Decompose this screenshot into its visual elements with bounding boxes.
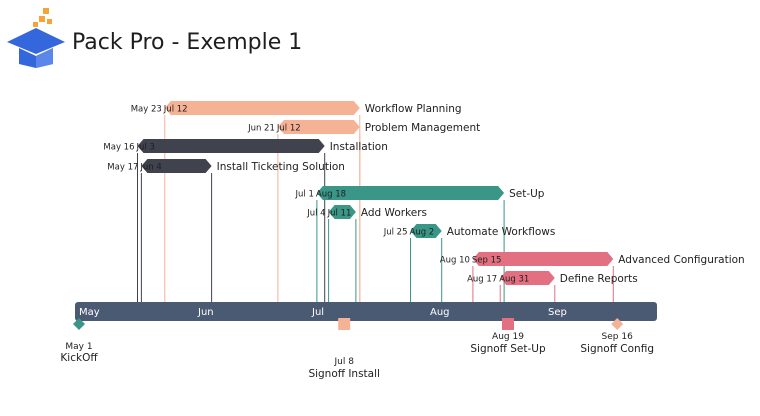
task-end-date: Jul 11 (327, 209, 352, 219)
task-end-date: Aug 31 (499, 275, 529, 285)
task-end-date: Sep 15 (472, 256, 502, 266)
milestone-diamond (73, 318, 85, 330)
task-bar (410, 224, 442, 238)
task-start-date: Jul 25 (383, 228, 408, 238)
task-start-date: May 23 (131, 105, 162, 115)
task-start-date: Jul 4 (306, 209, 325, 219)
task-bar (137, 139, 325, 153)
task-end-date: Jul 12 (276, 124, 301, 134)
task-start-date: Aug 10 (440, 256, 470, 266)
task-bar (316, 186, 505, 200)
task-name: Installation (330, 141, 388, 153)
task-end-date: Jun 4 (139, 163, 161, 173)
task-name: Automate Workflows (447, 226, 556, 238)
task-end-date: Jul 3 (136, 143, 155, 153)
milestone-date: Sep 16 (602, 332, 634, 342)
task-name: Problem Management (365, 122, 480, 134)
task-bar (141, 159, 212, 173)
milestone-name: KickOff (60, 352, 98, 364)
milestone-diamond (611, 318, 624, 330)
task-end-date: Jul 12 (163, 105, 188, 115)
timeline-month-label: Sep (548, 307, 567, 318)
timeline-month-label: May (79, 307, 100, 318)
timeline-month-label: Jun (197, 307, 214, 318)
task-name: Set-Up (509, 188, 545, 200)
task-start-date: May 16 (103, 143, 134, 153)
task-bar (164, 101, 360, 115)
timeline-month-label: Aug (430, 307, 450, 318)
timeline-bar (75, 302, 657, 321)
graduation-cap-icon (7, 8, 65, 68)
task-start-date: Aug 17 (467, 275, 497, 285)
task-start-date: Jul 1 (295, 190, 314, 200)
header: Pack Pro - Exemple 1 (0, 0, 760, 80)
task-name: Define Reports (560, 273, 638, 285)
task-name: Add Workers (361, 207, 427, 219)
milestone-date: Jul 8 (333, 357, 354, 367)
task-name: Advanced Configuration (618, 254, 744, 266)
milestone-name: Signoff Install (308, 368, 380, 380)
task-bar (277, 120, 360, 134)
task-bar (472, 252, 614, 266)
task-name: Workflow Planning (365, 103, 462, 115)
connector-lines (137, 115, 614, 302)
task-bar (328, 205, 356, 219)
task-end-date: Aug 2 (410, 228, 435, 238)
milestone-date: Aug 19 (492, 332, 524, 342)
milestone-date: May 1 (65, 342, 92, 352)
task-bar (500, 271, 555, 285)
milestone-name: Signoff Set-Up (470, 343, 546, 355)
task-start-date: May 17 (107, 163, 138, 173)
milestone-name: Signoff Config (580, 343, 654, 355)
app-title: Pack Pro - Exemple 1 (72, 30, 303, 55)
task-end-date: Aug 18 (316, 190, 346, 200)
milestone-square (502, 318, 514, 330)
task-start-date: Jun 21 (247, 124, 275, 134)
milestone-square (338, 318, 351, 330)
timeline-month-label: Jul (311, 307, 324, 318)
task-name: Install Ticketing Solution (217, 161, 345, 173)
